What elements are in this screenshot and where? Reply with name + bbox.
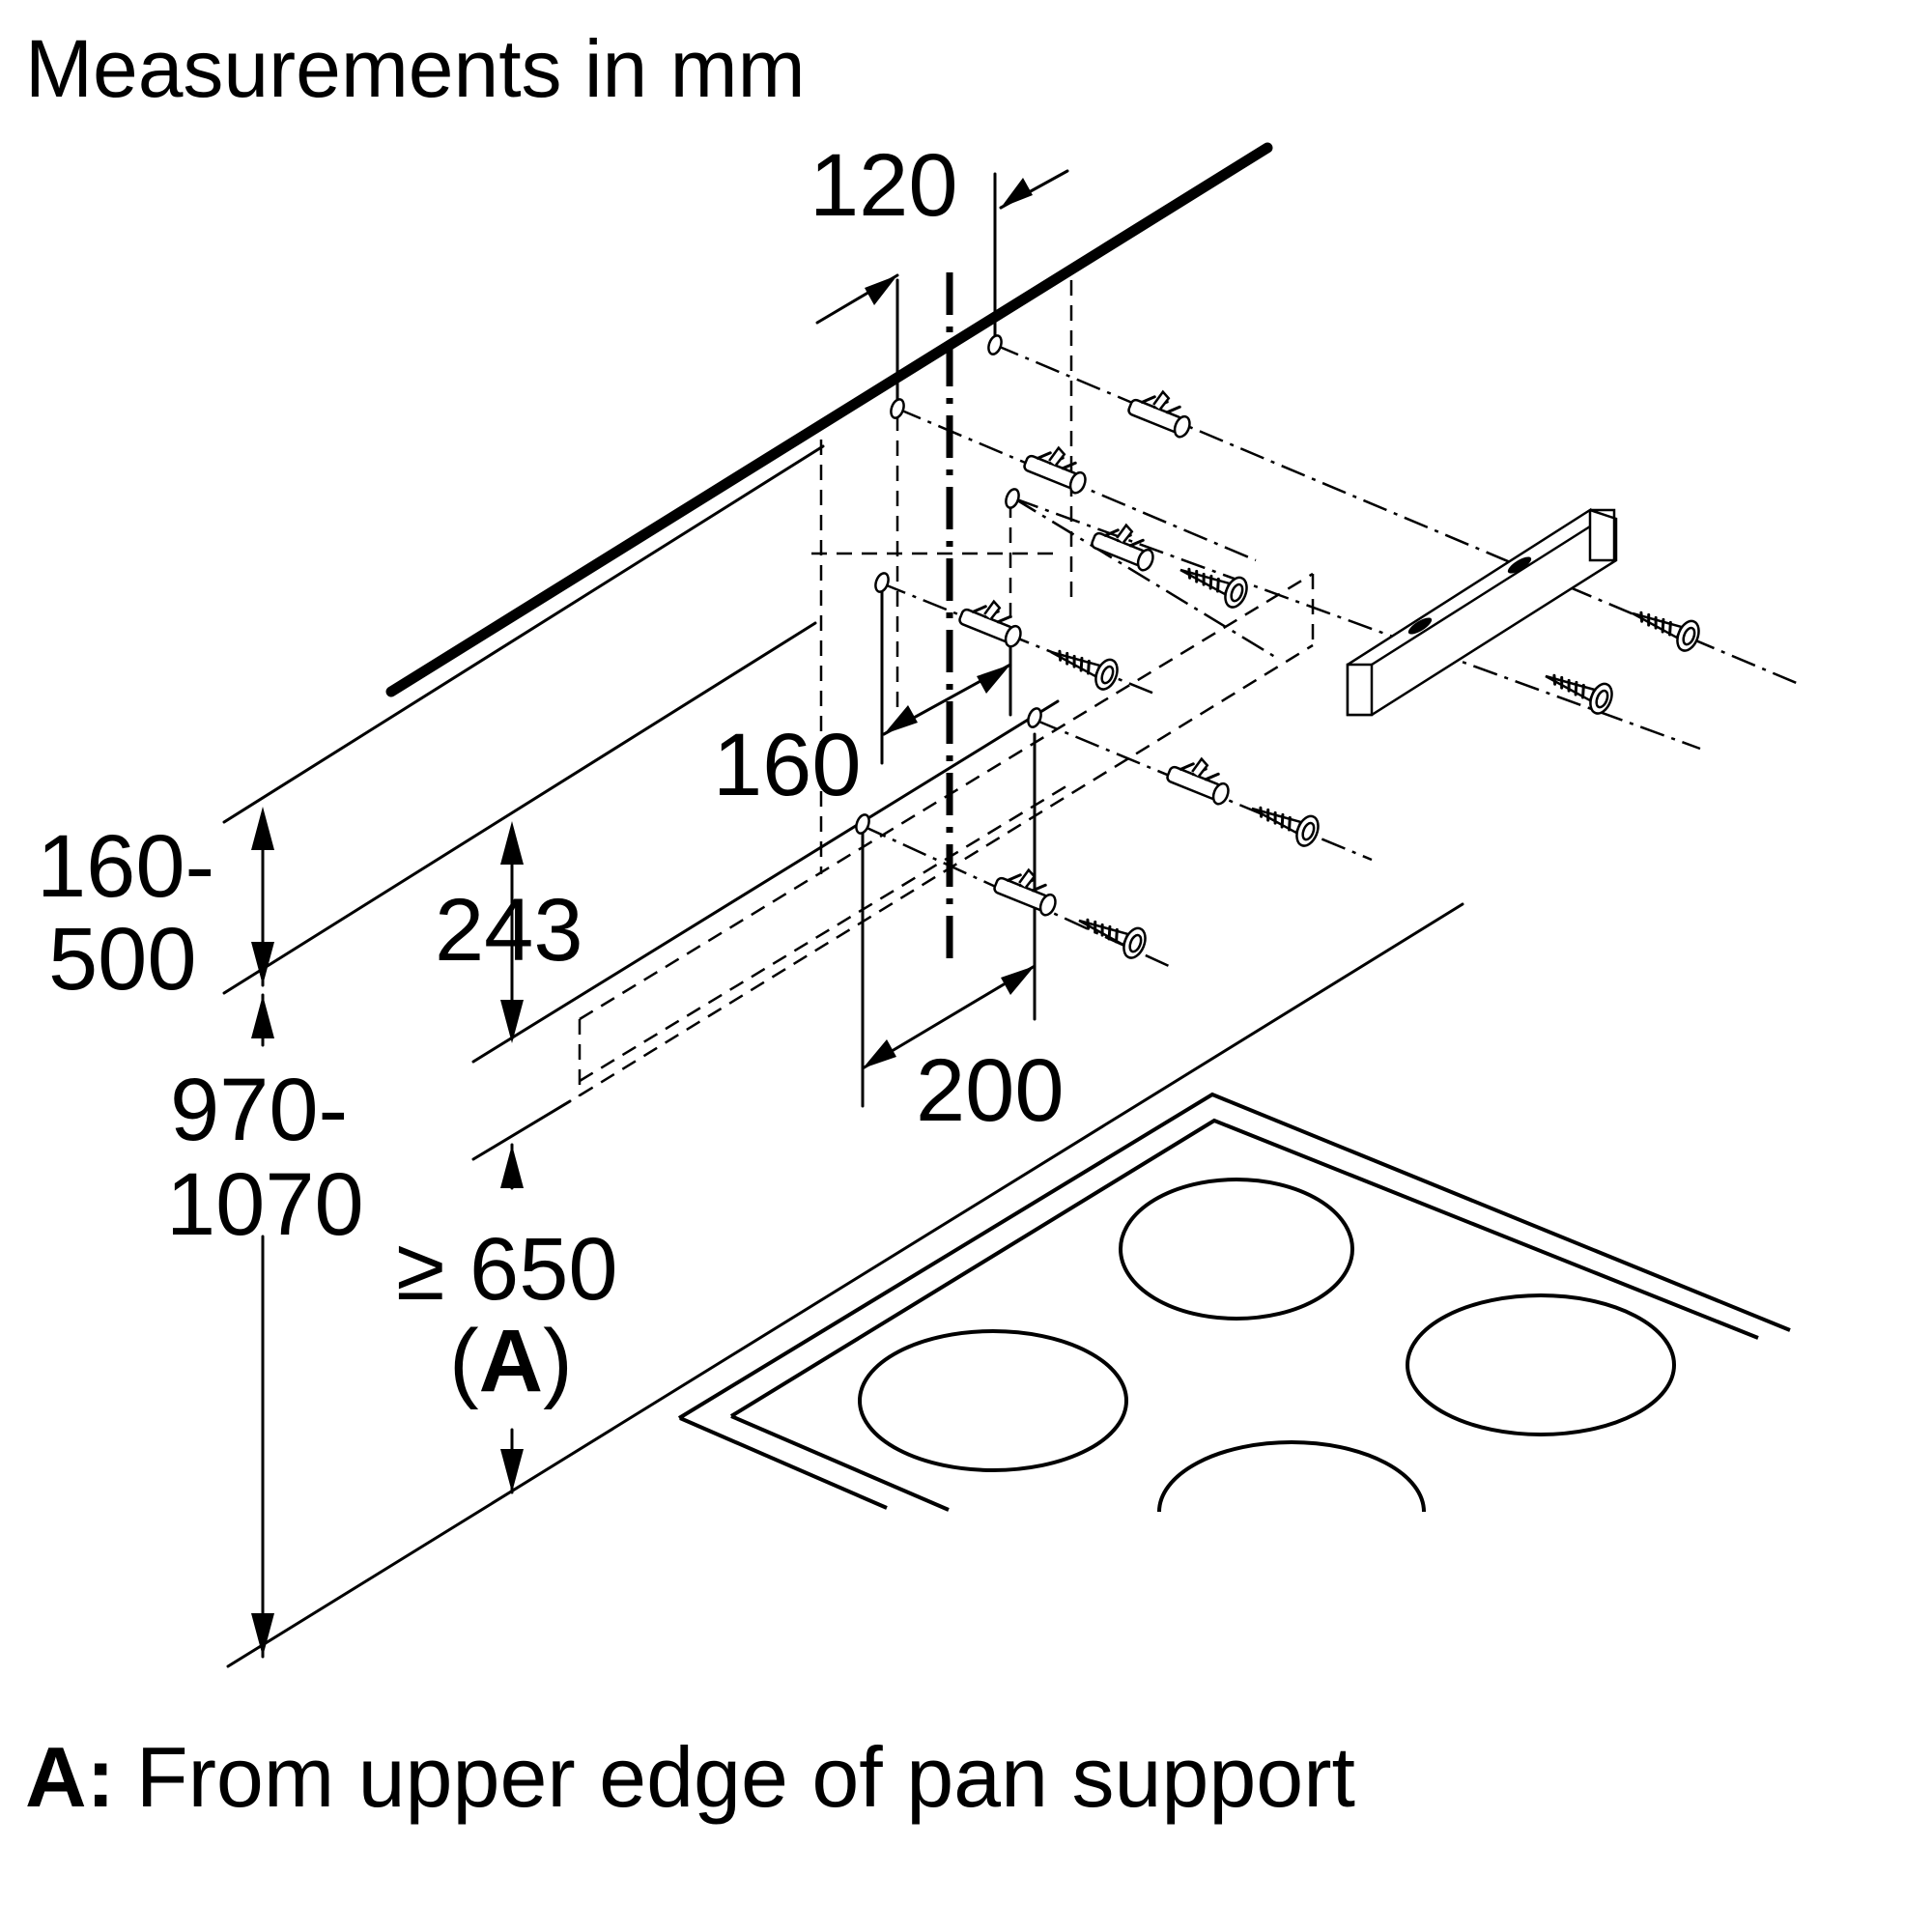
dimension-120: 120: [810, 136, 958, 235]
dimension-reference-a: (A): [449, 1312, 573, 1410]
dimension-160-500-line2: 500: [48, 910, 197, 1009]
dimension-243: 243: [435, 881, 583, 980]
extension-lines: [811, 172, 1073, 1108]
page-title: Measurements in mm: [25, 23, 806, 114]
dimension-min-650: ≥ 650: [396, 1220, 618, 1319]
dimension-160-500-line1: 160-: [37, 817, 214, 916]
dimension-200: 200: [916, 1041, 1065, 1140]
cabinet-underside-edge: [385, 142, 1273, 697]
dimension-970-1070-line2: 1070: [166, 1155, 364, 1254]
wood-screw-icon: [1043, 554, 1705, 963]
dimension-970-1070-line1: 970-: [170, 1061, 348, 1159]
dimension-arrows: [251, 169, 1069, 1659]
wall-reference-lines: [222, 444, 1464, 1668]
hob-icon: [677, 1092, 1791, 1513]
footnote: A:From upper edge of pan support: [25, 1729, 1355, 1825]
dimension-160: 160: [713, 716, 862, 814]
fixing-axis-lines: [862, 343, 1800, 968]
footnote-key: A:: [25, 1729, 115, 1825]
wall-plug-icon: [955, 381, 1238, 920]
footnote-text: From upper edge of pan support: [136, 1729, 1355, 1825]
mounting-bracket-icon: [1346, 507, 1618, 717]
